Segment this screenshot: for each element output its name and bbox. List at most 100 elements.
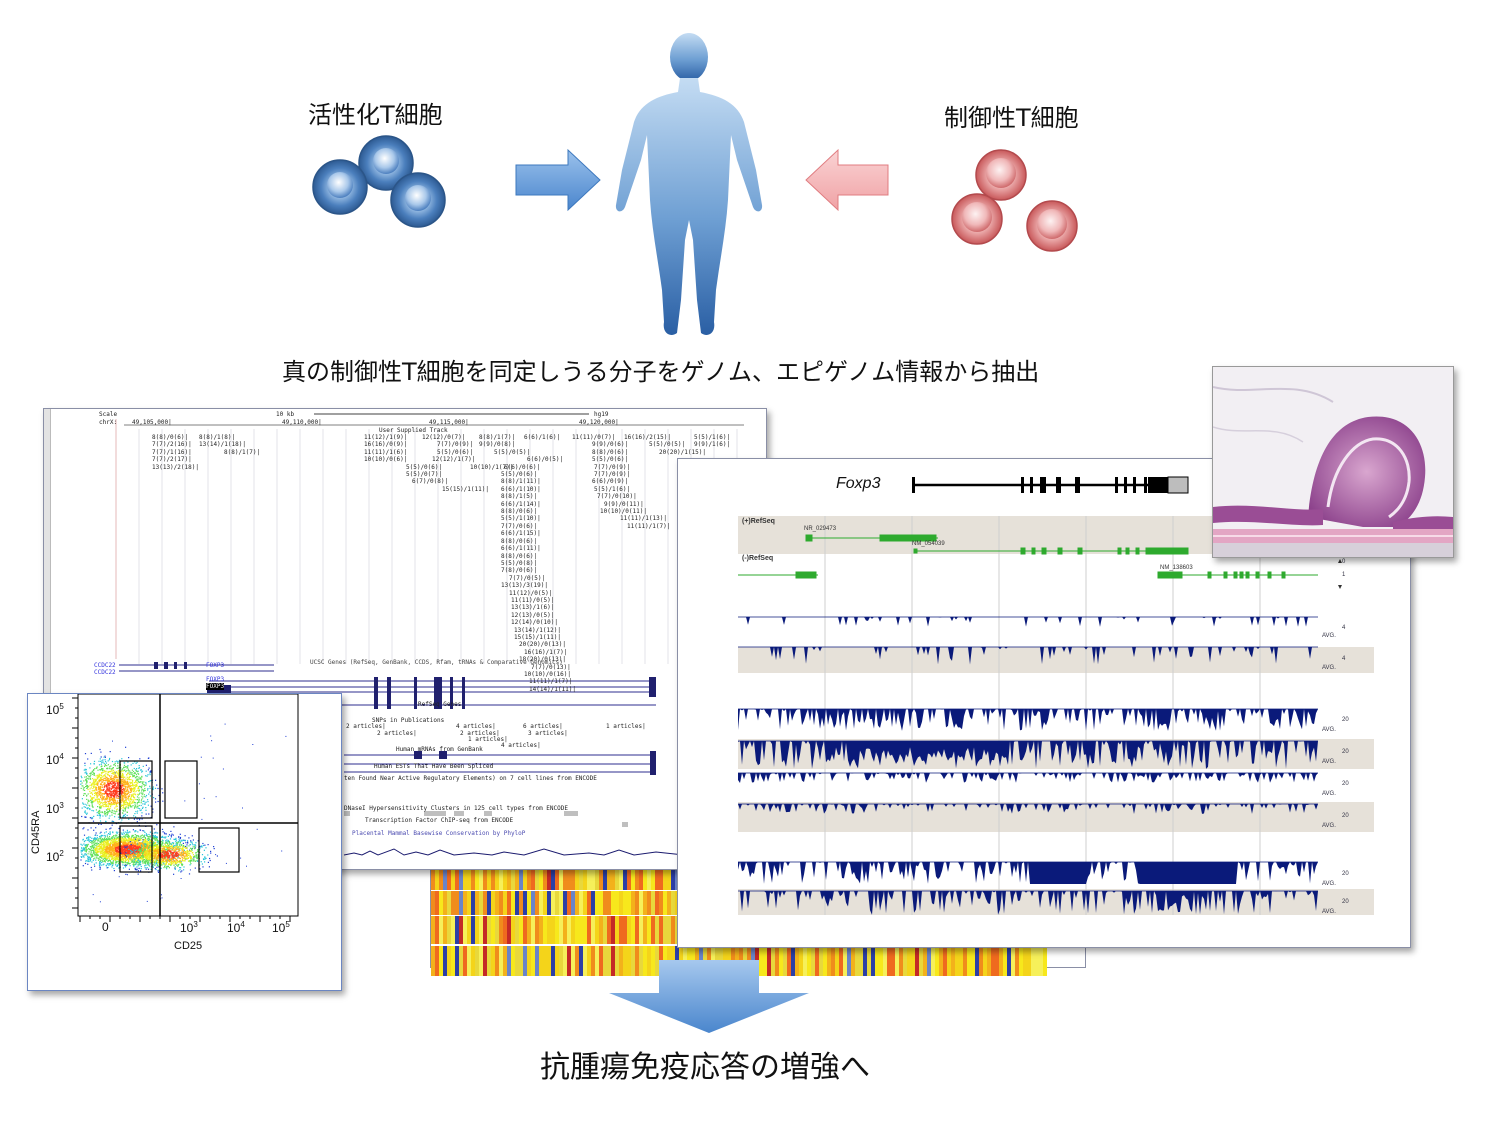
- flow-event: [91, 800, 93, 802]
- flow-event: [121, 851, 123, 853]
- flow-event: [98, 848, 100, 850]
- flow-event: [120, 847, 122, 850]
- flow-event: [131, 769, 133, 771]
- flow-event: [135, 785, 137, 787]
- flow-event: [112, 849, 114, 851]
- flow-event: [81, 853, 83, 855]
- flow-event: [148, 813, 150, 815]
- flow-event: [143, 790, 145, 792]
- flow-event: [107, 863, 109, 865]
- flow-event: [145, 859, 147, 861]
- flow-event: [97, 777, 99, 779]
- flow-event: [107, 857, 109, 859]
- heatmap-cell: [595, 946, 599, 976]
- flow-event: [97, 782, 99, 784]
- flow-event: [123, 853, 126, 855]
- heatmap-cell: [563, 891, 567, 915]
- flow-event: [118, 843, 120, 846]
- flow-event: [123, 843, 125, 845]
- flow-event: [154, 842, 156, 844]
- flow-event: [137, 805, 139, 807]
- flow-event: [90, 799, 92, 801]
- flow-event: [114, 765, 116, 767]
- heatmap-cell: [651, 891, 655, 915]
- flow-event: [80, 787, 82, 789]
- flow-event: [100, 839, 102, 841]
- flow-event: [99, 803, 101, 806]
- flow-event: [127, 768, 129, 770]
- heatmap-cell: [499, 866, 503, 890]
- flow-event: [204, 858, 206, 860]
- heatmap-cell: [579, 946, 583, 976]
- flow-event: [128, 849, 130, 851]
- flow-event: [96, 812, 98, 814]
- flow-event: [114, 778, 116, 781]
- flow-event: [137, 773, 139, 775]
- flow-event: [85, 848, 87, 851]
- flow-event: [154, 851, 156, 853]
- flow-event: [137, 780, 139, 782]
- flow-event: [122, 844, 124, 846]
- avg-label: AVG.: [1322, 881, 1336, 887]
- flow-event: [95, 847, 97, 849]
- flow-event: [115, 831, 117, 833]
- flow-event: [108, 855, 110, 857]
- flow-event: [96, 774, 98, 776]
- flow-event: [112, 839, 115, 841]
- flow-event: [138, 844, 140, 846]
- flow-event: [121, 850, 123, 852]
- flow-event: [123, 836, 126, 838]
- flow-event: [105, 797, 107, 799]
- flow-event: [142, 844, 144, 846]
- flow-event: [127, 772, 129, 774]
- flow-event: [115, 790, 117, 792]
- flow-event: [131, 854, 133, 856]
- flow-event: [154, 838, 156, 840]
- flow-event: [83, 780, 85, 782]
- flow-event: [125, 831, 127, 833]
- flow-event: [131, 855, 133, 857]
- heatmap-cell: [763, 946, 767, 976]
- flow-event: [110, 797, 112, 799]
- flow-event: [84, 853, 86, 855]
- flow-event: [128, 848, 130, 850]
- flow-event: [103, 853, 105, 855]
- flow-event: [107, 772, 110, 774]
- flow-event: [123, 839, 125, 841]
- flow-event: [88, 851, 90, 853]
- flow-event: [90, 841, 92, 843]
- heatmap-cell: [503, 946, 507, 976]
- flow-event: [123, 802, 125, 804]
- flow-event: [104, 842, 106, 844]
- flow-event: [98, 838, 100, 840]
- flow-event: [153, 836, 155, 838]
- flow-event: [104, 759, 106, 761]
- flow-event: [98, 786, 100, 788]
- flow-event: [130, 773, 132, 775]
- heatmap-cell: [659, 866, 663, 890]
- flow-event: [103, 848, 105, 850]
- flow-event: [134, 863, 136, 865]
- flow-event: [91, 818, 93, 820]
- heatmap-cell: [1007, 946, 1011, 976]
- flow-event: [124, 855, 126, 857]
- flow-event: [122, 814, 125, 816]
- flow-event: [91, 792, 93, 794]
- flow-event: [98, 845, 100, 847]
- flow-event: [88, 856, 90, 858]
- flow-event: [170, 836, 172, 838]
- flow-event: [96, 793, 98, 795]
- flow-event: [93, 760, 96, 762]
- flow-event: [126, 836, 128, 838]
- flow-event: [121, 836, 123, 838]
- flow-event: [112, 848, 114, 850]
- flow-event: [126, 842, 128, 844]
- user-col-1: 8(8)/0(6)|7(7)/2(16)| 7(7)/1(16)|7(7)/2(…: [152, 434, 199, 471]
- flow-event: [100, 823, 102, 825]
- heatmap-cell: [615, 866, 619, 890]
- user-col-7: 11(11)/0(7)|9(9)/0(6)| 8(8)/0(6)|5(5)/0(…: [572, 434, 671, 530]
- flow-event: [128, 863, 130, 865]
- flow-event: [136, 845, 138, 847]
- flow-event: [127, 851, 129, 854]
- heatmap-cell: [471, 891, 475, 915]
